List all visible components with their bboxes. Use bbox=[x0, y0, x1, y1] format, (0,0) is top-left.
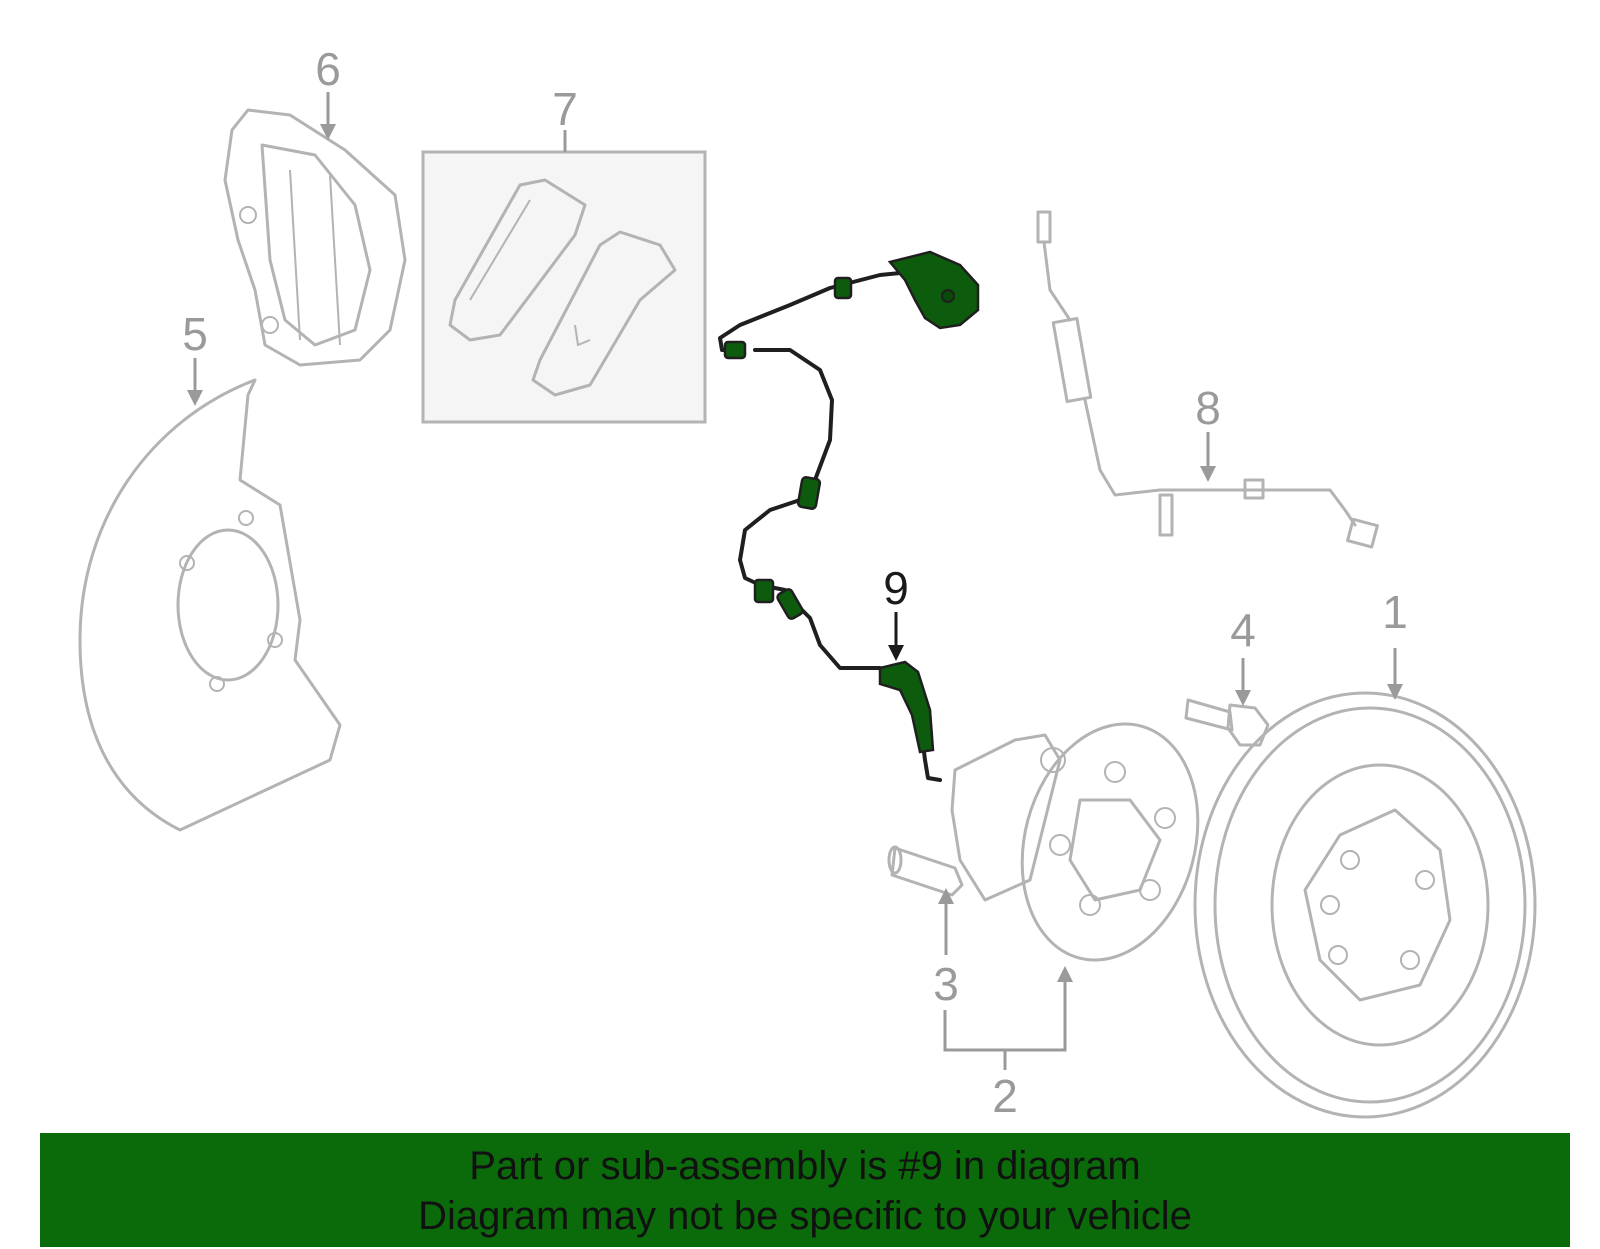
callout-6-arrowhead bbox=[320, 124, 336, 140]
callout-5: 5 bbox=[182, 308, 208, 360]
callout-1-arrowhead bbox=[1387, 684, 1403, 700]
callout-3: 3 bbox=[933, 958, 959, 1010]
callout-8-arrowhead bbox=[1200, 466, 1216, 482]
callout-1: 1 bbox=[1382, 586, 1408, 638]
part-1-brake-rotor[interactable] bbox=[1193, 691, 1537, 1119]
part-3-wheel-stud[interactable] bbox=[887, 845, 964, 897]
banner-line-1: Part or sub-assembly is #9 in diagram bbox=[469, 1144, 1141, 1188]
part-8-brake-hose[interactable] bbox=[1036, 210, 1379, 549]
callout-4: 4 bbox=[1230, 604, 1256, 656]
callout-3-arrowhead bbox=[938, 888, 954, 904]
callout-2: 2 bbox=[992, 1070, 1018, 1122]
notice-banner: Part or sub-assembly is #9 in diagram Di… bbox=[40, 1133, 1570, 1247]
callout-5-arrowhead bbox=[187, 390, 203, 406]
callout-7: 7 bbox=[552, 83, 578, 135]
part-5-dust-shield[interactable] bbox=[78, 378, 342, 832]
callout-9-arrowhead bbox=[888, 645, 904, 661]
part-4-bolt[interactable] bbox=[1184, 698, 1270, 747]
part-2-wheel-hub[interactable] bbox=[950, 704, 1223, 980]
callout-2-arrowhead bbox=[1057, 966, 1073, 982]
part-9-abs-sensor-harness[interactable] bbox=[718, 250, 980, 782]
callout-9: 9 bbox=[883, 562, 909, 614]
part-6-brake-caliper[interactable] bbox=[223, 108, 407, 367]
banner-line-2: Diagram may not be specific to your vehi… bbox=[418, 1194, 1192, 1238]
callout-8: 8 bbox=[1195, 382, 1221, 434]
callout-2-leader bbox=[943, 980, 1067, 1052]
callout-6: 6 bbox=[315, 43, 341, 95]
part-7-brake-pads[interactable] bbox=[421, 150, 707, 424]
callout-4-arrowhead bbox=[1235, 690, 1251, 706]
